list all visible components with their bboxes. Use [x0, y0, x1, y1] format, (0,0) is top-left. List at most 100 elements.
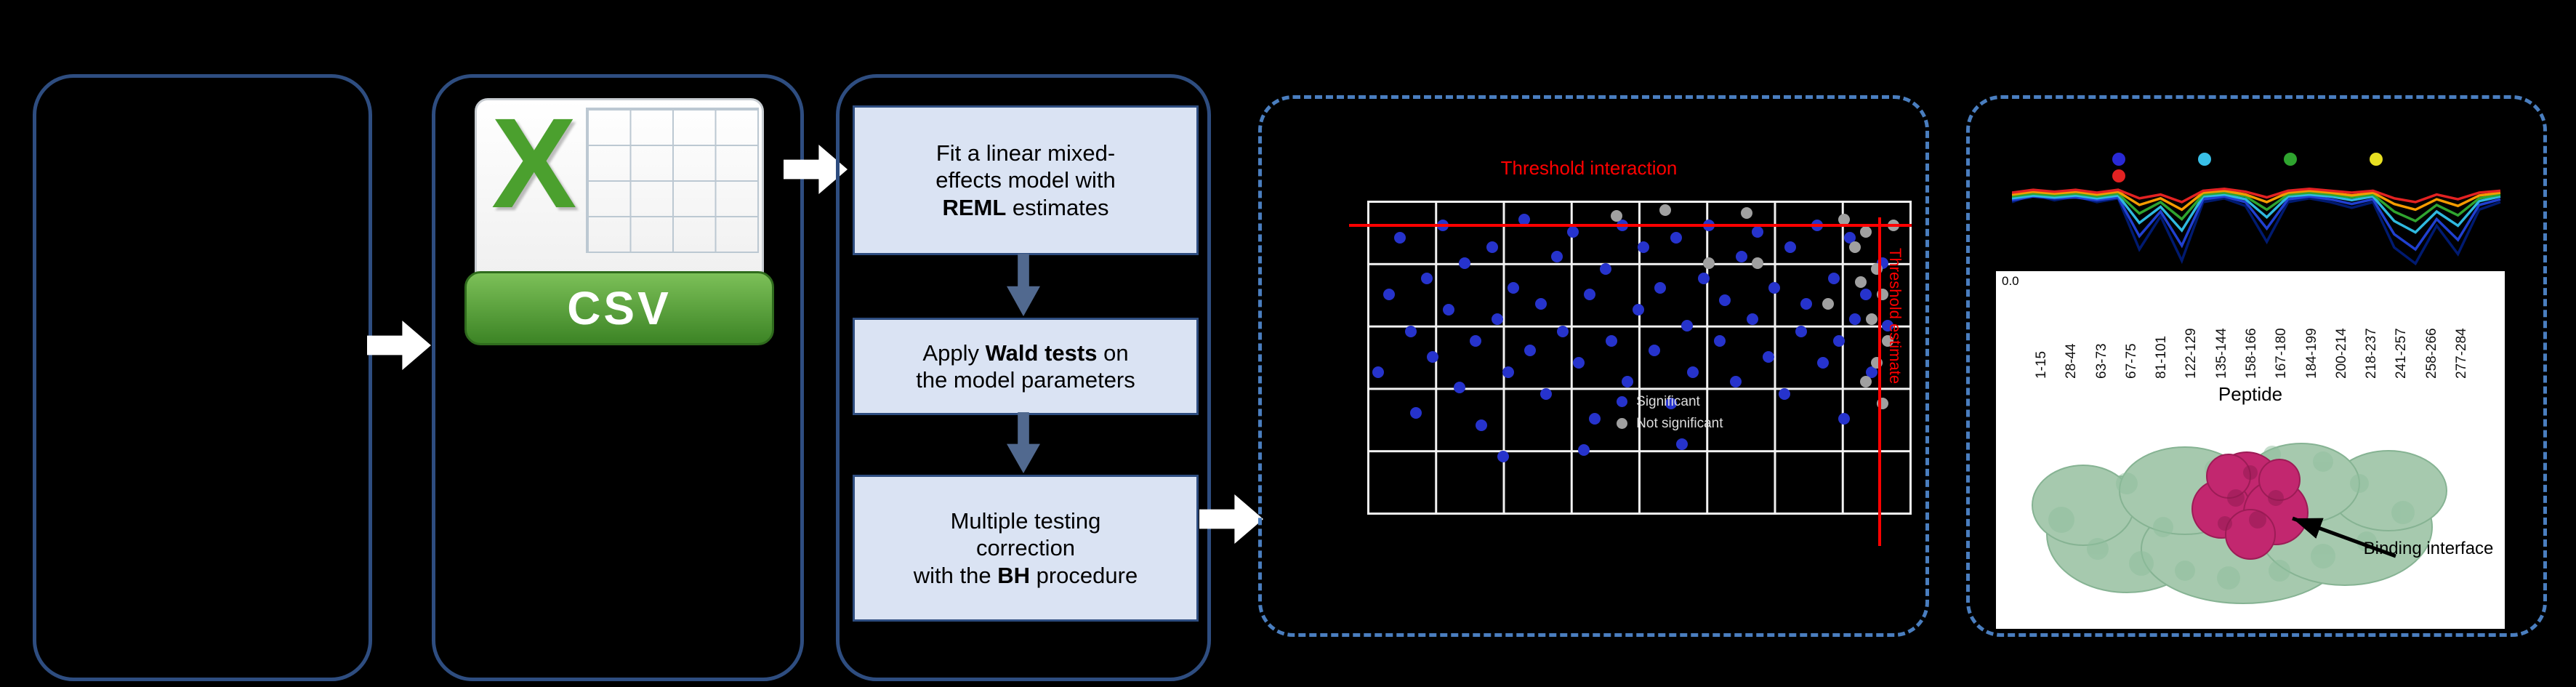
scatter-point-significant [1453, 382, 1465, 394]
threshold-interaction-line [1349, 224, 1912, 227]
binding-interface-arrow-icon [2292, 516, 2396, 558]
threshold-interaction-label: Threshold interaction [1500, 157, 1678, 179]
step-text-line: Multiple testing [950, 508, 1101, 534]
scatter-point-significant [1713, 335, 1726, 347]
scatter-point-significant [1675, 438, 1688, 450]
x-axis-title: Peptide [2218, 383, 2283, 405]
scatter-point-significant [1843, 232, 1856, 244]
protein-structure-illustration [2032, 443, 2447, 604]
scatter-point-significant [1497, 450, 1509, 462]
scatter-point-significant [1849, 313, 1861, 326]
scatter-point-significant [1784, 241, 1796, 254]
scatter-point-significant [1556, 326, 1569, 338]
peptide-tick-label: 122-129 [2183, 328, 2199, 379]
scatter-point-significant [1583, 288, 1595, 300]
scatter-point-significant [1735, 251, 1747, 263]
scatter-point-significant [1833, 335, 1846, 347]
peptide-tick-label: 200-214 [2333, 328, 2349, 379]
scatter-point-nonsignificant [1822, 297, 1835, 310]
scatter-point-significant [1633, 304, 1644, 316]
step-text-line: Apply Wald tests on [922, 340, 1129, 366]
volcano-legend-item: Significant [1617, 394, 1723, 410]
scatter-point-nonsignificant [1860, 375, 1872, 387]
step-text-line: the model parameters [916, 367, 1135, 393]
scatter-point-nonsignificant [1865, 313, 1877, 326]
scatter-point-significant [1524, 344, 1536, 356]
scatter-point-significant [1502, 366, 1514, 378]
scatter-point-nonsignificant [1752, 257, 1764, 269]
scatter-point-significant [1475, 419, 1487, 431]
peptide-tick-label: 277-284 [2453, 328, 2469, 379]
uptake-line [2012, 195, 2501, 252]
scatter-point-significant [1372, 366, 1384, 378]
peptide-tick-label: 1-15 [2034, 350, 2049, 379]
scatter-point-nonsignificant [1882, 335, 1894, 347]
scatter-point-significant [1578, 444, 1590, 457]
uptake-line [2012, 191, 2501, 223]
scatter-point-significant [1518, 213, 1531, 225]
scatter-point-significant [1492, 313, 1504, 326]
scatter-point-significant [1567, 225, 1579, 238]
timepoint-dot [2112, 153, 2125, 166]
uptake-line [2012, 189, 2501, 212]
scatter-point-significant [1442, 304, 1454, 316]
csv-banner: CSV [464, 271, 774, 345]
scatter-point-nonsignificant [1611, 210, 1623, 222]
scatter-point-significant [1600, 263, 1612, 276]
peptide-tick-label: 67-75 [2123, 343, 2139, 379]
scatter-point-significant [1540, 387, 1553, 400]
scatter-dot-layer [1367, 201, 1909, 513]
scatter-point-significant [1779, 387, 1791, 400]
scatter-point-significant [1638, 241, 1650, 254]
timepoint-dot [2370, 153, 2383, 166]
step-arrow-1-icon [1007, 254, 1040, 316]
flow-arrow-1-icon [367, 320, 431, 371]
timepoint-dot-row [2112, 153, 2519, 182]
scatter-point-significant [1670, 232, 1683, 244]
step-text-line: with the BH procedure [913, 562, 1138, 588]
scatter-point-significant [1838, 413, 1851, 425]
timepoint-dot [2112, 169, 2125, 182]
scatter-point-significant [1719, 294, 1731, 307]
scatter-point-significant [1768, 282, 1780, 294]
legend-dot-icon [1617, 418, 1628, 430]
peptide-tick-label: 28-44 [2064, 343, 2080, 379]
uptake-line [2012, 188, 2501, 204]
scatter-point-significant [1816, 357, 1829, 369]
scatter-point-significant [1551, 251, 1563, 263]
peptide-tick-label: 184-199 [2303, 328, 2319, 379]
volcano-legend-item: Not significant [1617, 416, 1723, 432]
scatter-point-significant [1572, 357, 1585, 369]
peptide-tick-label: 167-180 [2274, 328, 2290, 379]
step-text-line: Fit a linear mixed- [935, 140, 1116, 166]
scatter-point-significant [1410, 406, 1422, 419]
scatter-point-significant [1730, 375, 1742, 387]
scatter-point-significant [1470, 335, 1482, 347]
scatter-point-significant [1486, 241, 1498, 254]
uptake-difference-chart [2012, 188, 2501, 266]
scatter-point-significant [1654, 282, 1666, 294]
scatter-point-nonsignificant [1838, 213, 1851, 225]
peptide-tick-label: 218-237 [2364, 328, 2380, 379]
scatter-point-significant [1827, 273, 1840, 285]
timepoint-dot [2198, 153, 2211, 166]
scatter-point-significant [1800, 297, 1813, 310]
scatter-point-significant [1752, 225, 1764, 238]
scatter-point-nonsignificant [1741, 207, 1753, 220]
uptake-line [2012, 193, 2501, 266]
csv-box: X CSV [432, 74, 804, 681]
scatter-point-significant [1681, 319, 1694, 332]
step-text-line: correction [975, 535, 1076, 561]
peptide-tick-label: 158-166 [2243, 328, 2259, 379]
step-arrow-2-icon [1007, 412, 1040, 473]
input-box [33, 74, 372, 681]
scatter-point-significant [1746, 313, 1758, 326]
